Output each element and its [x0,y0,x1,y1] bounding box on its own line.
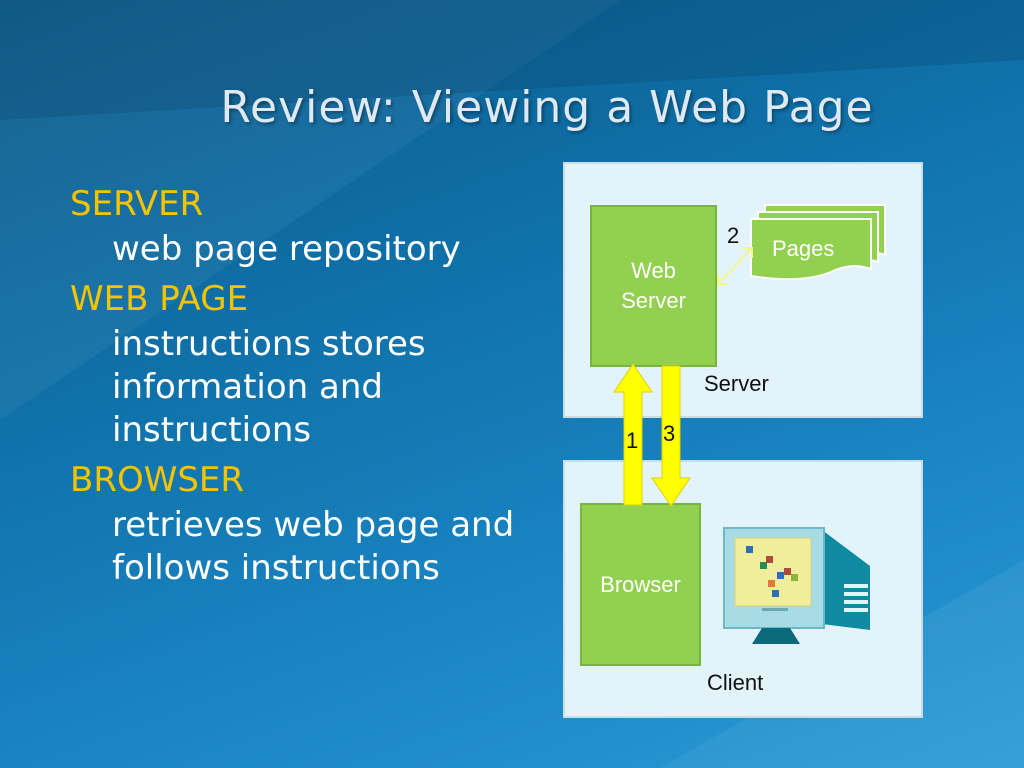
web-server-node: Web Server [590,205,717,367]
computer-monitor-icon [723,527,870,644]
bullet-list: SERVER web page repository WEB PAGE inst… [70,184,520,598]
slide-title: Review: Viewing a Web Page [220,82,874,133]
bullet-text-web-page: instructions stores information and inst… [112,324,426,450]
server-caption: Server [704,371,769,396]
step-1-label: 1 [626,428,639,453]
bullet-heading-browser: BROWSER [70,460,245,500]
bullet-heading-server: SERVER [70,184,204,224]
response-arrow-down [651,365,691,507]
pages-label: Pages [772,236,835,261]
web-server-label: Web Server [621,258,686,313]
browser-node: Browser [580,503,701,666]
bullet-text-browser: retrieves web page and follows instructi… [112,505,515,588]
client-caption: Client [707,670,764,695]
step-3-label: 3 [663,421,676,446]
step-2-label: 2 [727,223,740,248]
bullet-heading-web-page: WEB PAGE [70,279,249,319]
double-arrow-server-pages [717,247,753,285]
pages-document-stack [750,204,886,281]
request-arrow-up [613,363,653,506]
browser-label: Browser [600,571,681,597]
bullet-text-server: web page repository [112,229,461,269]
